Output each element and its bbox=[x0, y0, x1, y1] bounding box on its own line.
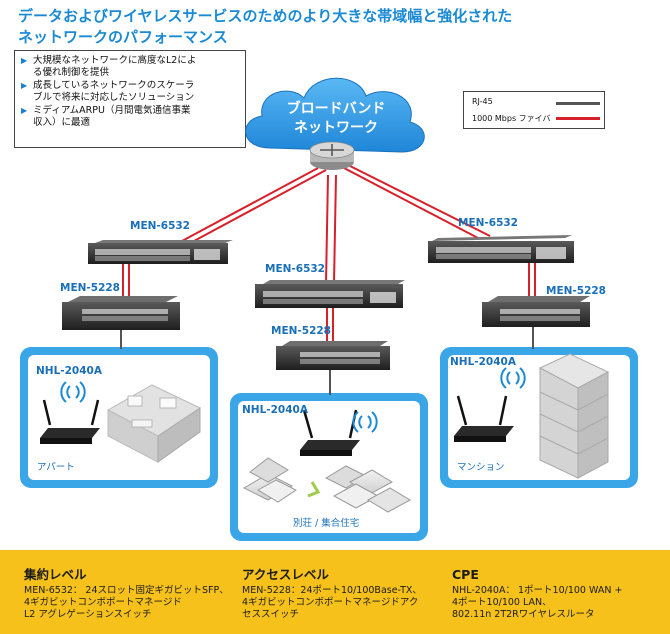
feature-text: 成長しているネットワークのスケーラブルで将来に対応したソリューション bbox=[33, 80, 194, 104]
footer-access-heading: アクセスレベル bbox=[242, 567, 329, 582]
title-line-1: データおよびワイヤレスサービスのためのより大きな帯域幅と強化された bbox=[18, 7, 513, 25]
bullet-arrow-icon: ▶ bbox=[21, 81, 28, 90]
footer-aggregation-line: 4ギガビットコンボポートマネージド bbox=[24, 597, 182, 608]
cloud-label-line-1: ブロードバンド bbox=[286, 101, 386, 117]
footer-aggregation-line: MEN-6532： 24スロット固定ギガビットSFP、 bbox=[24, 585, 229, 596]
footer-cpe-heading: CPE bbox=[452, 567, 479, 582]
fiber-links bbox=[122, 165, 536, 341]
men6532-label-right: MEN-6532 bbox=[458, 217, 518, 229]
nhl2040a-label-right: NHL-2040A bbox=[450, 356, 516, 368]
footer-band: 集約レベル MEN-6532： 24スロット固定ギガビットSFP、 4ギガビット… bbox=[0, 550, 670, 634]
footer-access-line: 4ギガビットコンボポートマネージドアク bbox=[242, 597, 419, 608]
page-title: データおよびワイヤレスサービスのためのより大きな帯域幅と強化された ネットワーク… bbox=[18, 6, 578, 48]
legend-rj45-line bbox=[556, 102, 600, 105]
footer-aggregation-line: L2 アグレゲーションスイッチ bbox=[24, 609, 152, 620]
legend: RJ-45 1000 Mbps ファイバ bbox=[463, 91, 605, 129]
feature-text-line: 収入）に最適 bbox=[33, 117, 91, 128]
cloud-label: ブロードバンド ネットワーク bbox=[272, 100, 400, 138]
footer-cpe-line: NHL-2040A： 1ポート10/100 WAN + bbox=[452, 585, 623, 596]
feature-text-line: ブルで将来に対応したソリューション bbox=[33, 92, 195, 103]
title-line-2: ネットワークのパフォーマンス bbox=[18, 28, 228, 46]
feature-text-line: 成長しているネットワークのスケーラ bbox=[33, 80, 195, 91]
wireless-router-right bbox=[454, 367, 526, 442]
cloud-label-line-2: ネットワーク bbox=[294, 120, 378, 136]
rj45-links bbox=[120, 327, 534, 395]
feature-item: ▶ ミディアムARPU（月間電気通信事業収入）に最適 bbox=[21, 105, 239, 129]
footer-access: アクセスレベル MEN-5228：24ポート10/100Base-TX、 4ギガ… bbox=[242, 568, 442, 621]
bullet-arrow-icon: ▶ bbox=[21, 106, 28, 115]
router-icon bbox=[309, 141, 355, 170]
place-apartment: アパート bbox=[37, 462, 75, 473]
feature-list: ▶ 大規模なネットワークに高度なL2による優れ制御を提供 ▶ 成長しているネット… bbox=[14, 50, 246, 148]
men5228-label-center: MEN-5228 bbox=[271, 325, 331, 337]
footer-cpe-line: 802.11n 2T2Rワイヤレスルータ bbox=[452, 609, 595, 620]
footer-cpe: CPE NHL-2040A： 1ポート10/100 WAN + 4ポート10/1… bbox=[452, 568, 662, 621]
feature-item: ▶ 大規模なネットワークに高度なL2による優れ制御を提供 bbox=[21, 55, 239, 79]
men6532-switch-left bbox=[88, 240, 233, 264]
footer-cpe-line: 4ポート10/100 LAN、 bbox=[452, 597, 552, 608]
network-diagram bbox=[20, 77, 638, 541]
feature-text-line: 大規模なネットワークに高度なL2によ bbox=[33, 55, 197, 66]
men5228-label-right: MEN-5228 bbox=[546, 285, 606, 297]
wireless-router-left bbox=[40, 381, 100, 444]
men5228-label-left: MEN-5228 bbox=[60, 282, 120, 294]
place-mansion: マンション bbox=[457, 462, 505, 473]
footer-access-line: MEN-5228：24ポート10/100Base-TX、 bbox=[242, 585, 422, 596]
footer-access-line: セススイッチ bbox=[242, 609, 300, 620]
men6532-label-center: MEN-6532 bbox=[265, 263, 325, 275]
villa-illustration bbox=[242, 457, 412, 513]
feature-text: ミディアムARPU（月間電気通信事業収入）に最適 bbox=[33, 105, 190, 129]
feature-text-line: る優れ制御を提供 bbox=[33, 67, 110, 78]
men5228-switch-left bbox=[62, 296, 180, 330]
feature-item: ▶ 成長しているネットワークのスケーラブルで将来に対応したソリューション bbox=[21, 80, 239, 104]
footer-aggregation: 集約レベル MEN-6532： 24スロット固定ギガビットSFP、 4ギガビット… bbox=[24, 568, 234, 621]
feature-text-line: ミディアムARPU（月間電気通信事業 bbox=[33, 105, 191, 116]
apartment-illustration bbox=[106, 384, 202, 463]
nhl2040a-label-left: NHL-2040A bbox=[36, 365, 102, 377]
legend-rj45-label: RJ-45 bbox=[472, 97, 493, 106]
place-villa: 別荘 / 集合住宅 bbox=[293, 518, 360, 529]
men5228-switch-center bbox=[276, 341, 390, 370]
footer-aggregation-heading: 集約レベル bbox=[24, 567, 87, 582]
wireless-router-center bbox=[300, 409, 378, 456]
mansion-illustration bbox=[538, 353, 610, 479]
cloud-icon bbox=[245, 77, 425, 153]
men5228-switch-right bbox=[482, 296, 590, 327]
legend-fiber-label: 1000 Mbps ファイバ bbox=[472, 114, 551, 123]
men6532-label-left: MEN-6532 bbox=[130, 220, 190, 232]
legend-fiber-line bbox=[556, 117, 600, 120]
bullet-arrow-icon: ▶ bbox=[21, 56, 28, 65]
men6532-switch-right bbox=[428, 235, 574, 263]
feature-text: 大規模なネットワークに高度なL2による優れ制御を提供 bbox=[33, 55, 196, 79]
nhl2040a-label-center: NHL-2040A bbox=[242, 404, 308, 416]
men6532-switch-center bbox=[255, 280, 405, 308]
